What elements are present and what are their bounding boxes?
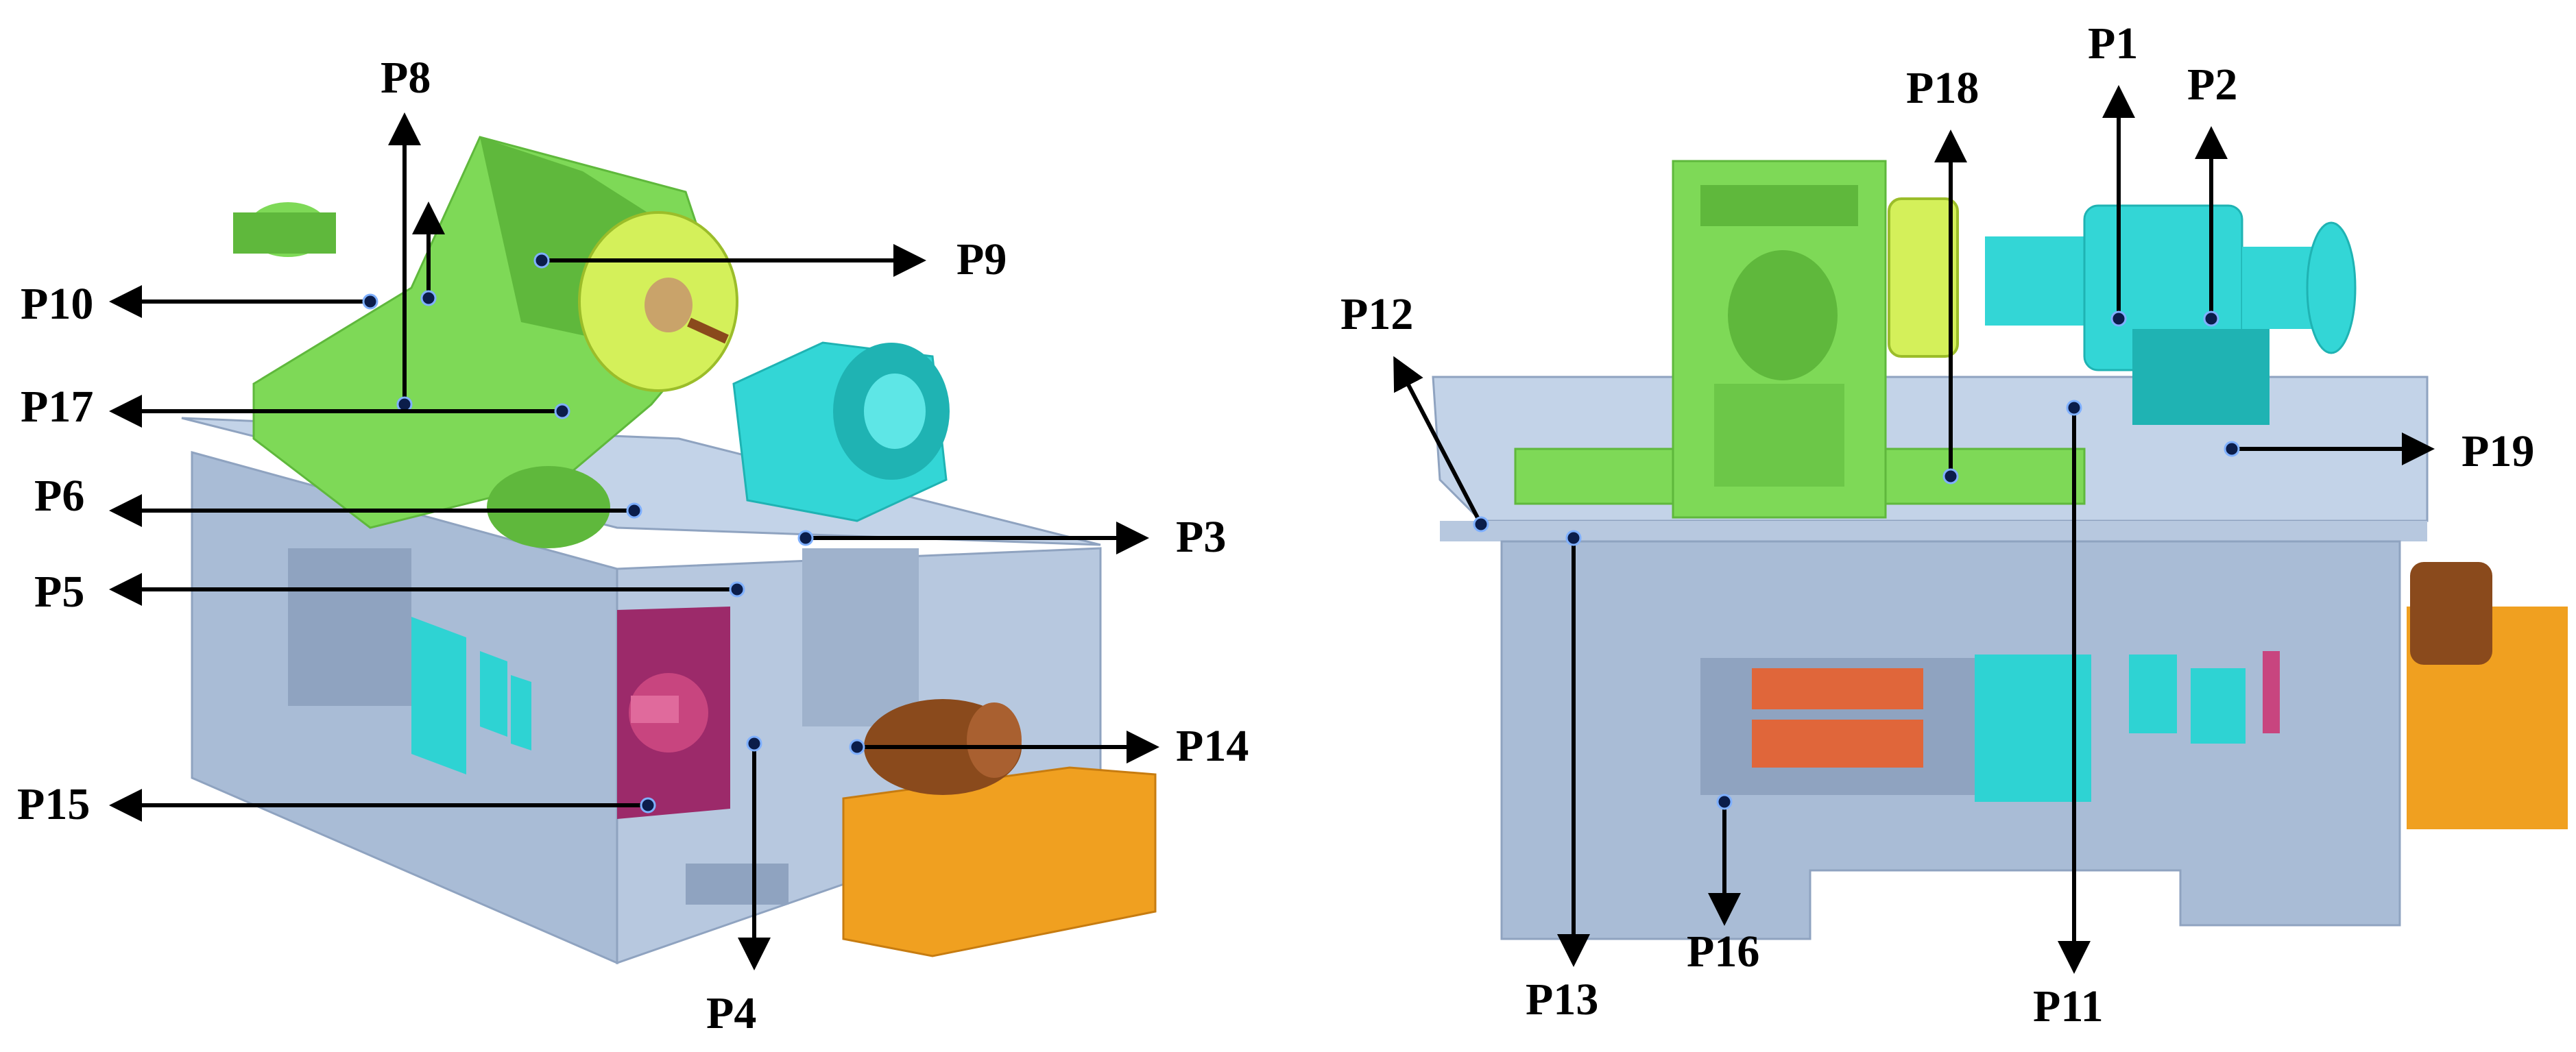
p13-label: P13 — [1526, 975, 1598, 1025]
p14-label: P14 — [1176, 721, 1249, 771]
right-red-window-1 — [1752, 668, 1923, 709]
p16-label: P16 — [1687, 927, 1759, 977]
p3-label: P3 — [1176, 512, 1226, 562]
p6-marker — [626, 502, 642, 519]
p8-label: P8 — [381, 53, 431, 103]
p12-label: P12 — [1340, 289, 1413, 339]
p17-label: P17 — [21, 382, 93, 432]
right-brown-motor — [2410, 562, 2492, 665]
right-spindle-motor — [1985, 204, 2357, 425]
p5-label: P5 — [34, 567, 84, 617]
p13-marker — [1565, 530, 1582, 546]
left-bed-window-1 — [288, 548, 411, 706]
right-machine-view — [1432, 160, 2568, 940]
right-chuck — [1888, 197, 1959, 358]
right-cyan-panel-2 — [2129, 655, 2177, 733]
p8-secondary-marker — [420, 290, 437, 306]
p15-marker — [640, 797, 656, 814]
right-cyan-panel-1 — [1975, 655, 2091, 802]
p14-marker — [849, 739, 865, 755]
p11-marker — [2066, 400, 2082, 416]
left-cyan-panel-1 — [411, 617, 466, 774]
p11-label: P11 — [2033, 981, 2104, 1031]
p16-marker — [1716, 794, 1733, 810]
left-motor-assembly — [842, 699, 1157, 957]
right-red-window-2 — [1752, 720, 1923, 768]
p2-marker — [2203, 310, 2219, 327]
left-bed-window-2 — [802, 548, 919, 726]
left-purple-plate — [617, 607, 730, 819]
p12-arrow — [1393, 356, 1483, 526]
left-cyan-panel-2 — [480, 651, 507, 737]
left-cyan-panel-3 — [511, 675, 531, 750]
p19-label: P19 — [2461, 426, 2534, 476]
p4-label: P4 — [706, 988, 756, 1038]
p9-label: P9 — [956, 234, 1007, 284]
p9-marker — [533, 252, 550, 269]
left-chuck — [578, 211, 738, 392]
p6-label: P6 — [34, 471, 84, 521]
right-purple-panel — [2263, 651, 2280, 733]
p1-marker — [2110, 310, 2127, 327]
left-machine-view — [181, 136, 1157, 965]
p5-marker — [729, 581, 745, 598]
p3-marker — [797, 530, 814, 546]
p10-label: P10 — [21, 279, 93, 329]
p4-marker — [746, 735, 762, 752]
p18-label: P18 — [1906, 63, 1979, 113]
p17-marker — [554, 403, 570, 419]
right-cyan-panel-3 — [2191, 668, 2246, 744]
left-spindle-motor — [732, 341, 950, 522]
right-headstock — [1672, 160, 1887, 519]
p15-label: P15 — [17, 779, 90, 829]
annotations: P8 P10 P9 P17 P6 P3 P5 P14 P15 — [17, 19, 2534, 1038]
left-bed-slot — [686, 864, 789, 905]
right-bed-front — [1440, 521, 2427, 541]
p10-marker — [362, 293, 378, 310]
p12-marker — [1473, 516, 1489, 533]
p18-marker — [1942, 468, 1959, 485]
p1-label: P1 — [2088, 19, 2138, 69]
p19-marker — [2224, 441, 2240, 457]
p2-label: P2 — [2187, 60, 2237, 110]
left-orange-block — [842, 766, 1157, 957]
